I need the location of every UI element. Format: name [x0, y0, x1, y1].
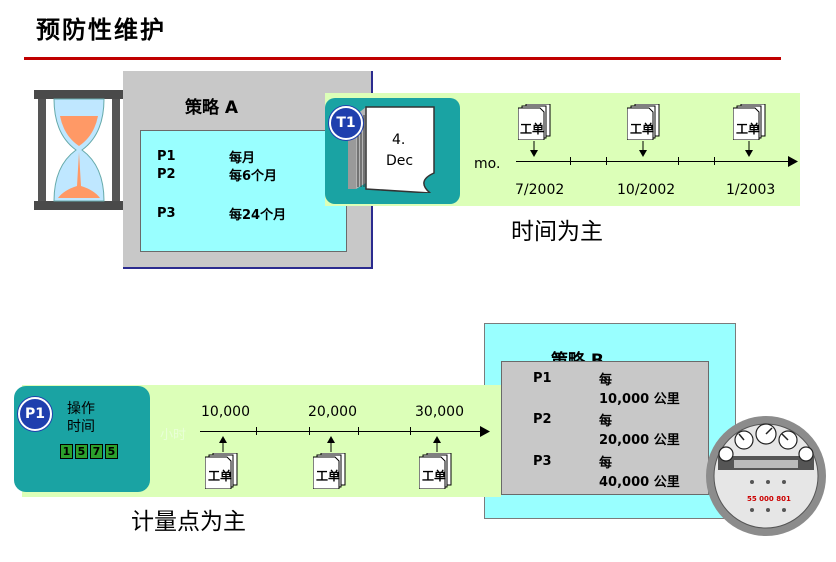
strategy-b-every-3: 每	[599, 456, 613, 471]
strategy-b-pkg-1: P1	[533, 371, 552, 386]
strategy-a-cycle-2: 每6个月	[229, 169, 278, 184]
strategy-b-value-1: 10,000 公里	[599, 392, 680, 407]
counter-based-caption: 计量点为主	[131, 509, 246, 535]
strategy-b-every-2: 每	[599, 414, 613, 429]
t1-badge: T1	[329, 106, 363, 140]
counter-order-label-3: 工单	[422, 469, 447, 483]
time-date-3: 1/2003	[726, 182, 776, 198]
counter-digit: 1	[60, 444, 73, 459]
counter-digit: 5	[75, 444, 88, 459]
strategy-a-pkg-2: P2	[157, 167, 176, 182]
time-axis-tick	[570, 157, 571, 165]
order-arrow-icon	[530, 141, 538, 157]
strategy-b-pkg-3: P3	[533, 454, 552, 469]
counter-digit: 5	[105, 444, 118, 459]
counter-label-line1: 操作	[67, 401, 95, 417]
order-arrow-up-icon	[433, 436, 441, 452]
time-axis-tick	[606, 157, 607, 165]
work-order-icon	[627, 104, 660, 140]
strategy-a-title: 策略 A	[185, 98, 239, 118]
counter-label-line2: 时间	[67, 419, 95, 435]
counter-axis-tick	[256, 427, 257, 435]
strategy-b-value-2: 20,000 公里	[599, 433, 680, 448]
counter-readout: 1 5 7 5	[60, 444, 118, 459]
strategy-b-pkg-2: P2	[533, 412, 552, 427]
order-arrow-icon	[639, 141, 647, 157]
calendar-month: Dec	[386, 153, 414, 169]
calendar-day: 4.	[392, 132, 406, 148]
time-axis	[516, 161, 790, 162]
p1-badge: P1	[18, 397, 52, 431]
work-order-icon	[518, 104, 551, 140]
counter-reading-1: 10,000	[201, 404, 250, 420]
time-axis-tick	[714, 157, 715, 165]
counter-axis-tick	[309, 427, 310, 435]
work-order-label-1: 工单	[520, 122, 545, 136]
counter-order-label-2: 工单	[316, 469, 341, 483]
title-rule	[24, 57, 781, 60]
strategy-a-cycle-1: 每月	[229, 151, 256, 166]
strategy-b-value-3: 40,000 公里	[599, 475, 680, 490]
work-order-icon	[733, 104, 766, 140]
time-based-caption: 时间为主	[511, 219, 603, 245]
counter-axis	[200, 431, 481, 432]
work-order-label-3: 工单	[736, 122, 761, 136]
order-arrow-up-icon	[327, 436, 335, 452]
counter-axis-arrow-icon	[480, 426, 490, 437]
counter-digit: 7	[90, 444, 103, 459]
counter-axis-tick	[358, 427, 359, 435]
time-axis-tick	[678, 157, 679, 165]
strategy-b-list: P1 每 10,000 公里 P2 每 20,000 公里 P3 每 40,00…	[501, 361, 709, 495]
counter-reading-2: 20,000	[308, 404, 357, 420]
time-unit-label: mo.	[474, 156, 501, 172]
work-order-icon	[313, 453, 346, 489]
time-axis-arrow-icon	[788, 156, 798, 167]
strategy-a-cycle-3: 每24个月	[229, 208, 287, 223]
counter-unit-label: 小时	[160, 428, 187, 443]
counter-axis-tick	[410, 427, 411, 435]
strategy-a-pkg-3: P3	[157, 206, 176, 221]
order-arrow-up-icon	[219, 436, 227, 452]
page-title: 预防性维护	[36, 15, 166, 44]
order-arrow-icon	[745, 141, 753, 157]
work-order-icon	[419, 453, 452, 489]
work-order-label-2: 工单	[630, 122, 655, 136]
time-date-2: 10/2002	[617, 182, 676, 198]
work-order-icon	[205, 453, 238, 489]
strategy-a-list: P1 每月 P2 每6个月 P3 每24个月	[140, 130, 347, 252]
hourglass-icon	[34, 90, 124, 210]
strategy-b-every-1: 每	[599, 373, 613, 388]
strategy-a-pkg-1: P1	[157, 149, 176, 164]
counter-reading-3: 30,000	[415, 404, 464, 420]
meter-icon	[706, 416, 826, 536]
time-date-1: 7/2002	[515, 182, 565, 198]
counter-order-label-1: 工单	[208, 469, 233, 483]
meter-reading: 55 000 801	[747, 495, 791, 503]
